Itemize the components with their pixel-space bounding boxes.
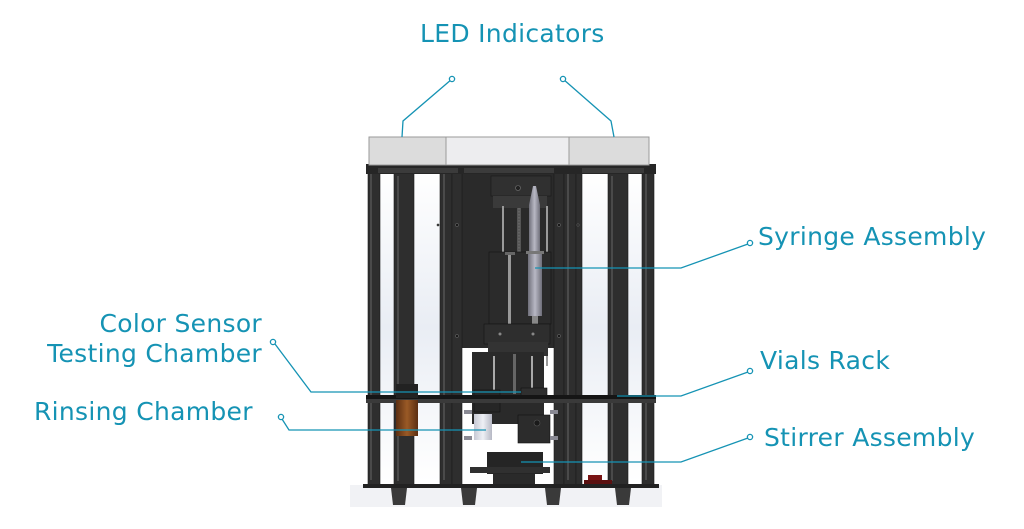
- label-stirrer-assembly: Stirrer Assembly: [764, 423, 976, 452]
- base-plate: [363, 484, 659, 488]
- label-led-indicators: LED Indicators: [420, 19, 605, 48]
- lower-mechanism: [464, 352, 558, 484]
- label-vials-rack: Vials Rack: [760, 346, 891, 375]
- screws: [436, 223, 580, 338]
- leader-stirrer: [521, 437, 749, 463]
- label-color-sensor-line1: Color Sensor: [99, 309, 262, 338]
- label-syringe-assembly: Syringe Assembly: [758, 222, 987, 251]
- syringe-pump: [483, 175, 552, 366]
- led-indicator-panels: [368, 136, 650, 166]
- label-color-sensor-line2: Testing Chamber: [47, 339, 262, 368]
- base-shadow: [350, 485, 662, 507]
- leader-led-left: [401, 78, 453, 138]
- label-rinsing-chamber: Rinsing Chamber: [34, 397, 253, 426]
- amber-vial: [396, 384, 418, 436]
- pillar-highlights: [370, 170, 647, 481]
- top-beam: [366, 164, 656, 174]
- red-connector: [584, 475, 612, 484]
- leader-vials: [617, 371, 749, 397]
- feet: [391, 488, 631, 505]
- leader-led-right: [562, 78, 615, 138]
- leader-lines: [274, 78, 749, 463]
- leader-color-sensor: [274, 343, 521, 393]
- leader-rinsing: [281, 418, 486, 431]
- label-color-sensor: Color Sensor Testing Chamber: [47, 309, 262, 369]
- vials-rack-plate: [366, 395, 656, 403]
- leader-syringe: [535, 243, 749, 269]
- leader-endpoints: [269, 75, 754, 441]
